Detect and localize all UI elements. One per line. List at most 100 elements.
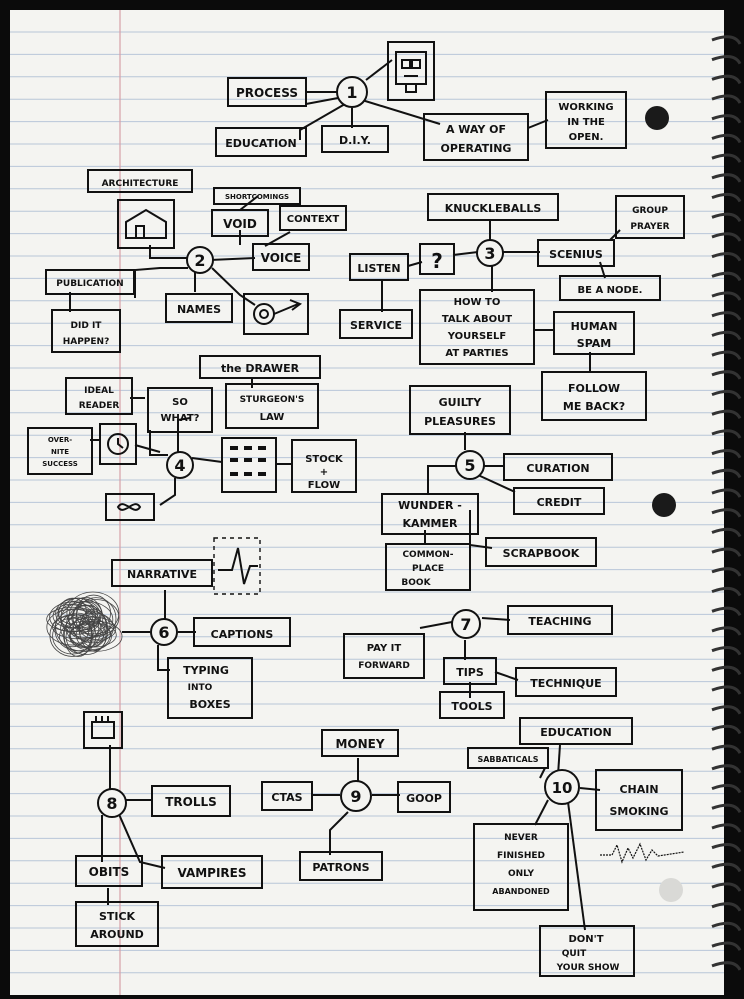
label-tools: TOOLS — [451, 700, 492, 713]
label-be-a-node: BE A NODE. — [578, 285, 643, 296]
spiral-coil — [711, 685, 742, 695]
label-nite: NITE — [51, 448, 69, 456]
scribble-loop — [59, 621, 112, 652]
label-tips: TIPS — [456, 666, 484, 679]
label-scenius: SCENIUS — [549, 248, 603, 261]
node-6: 6 — [158, 623, 169, 642]
label-process: PROCESS — [236, 86, 298, 100]
sketch-doodles — [91, 51, 685, 864]
label-stick: STICK — [99, 910, 136, 923]
spiral-coil — [711, 370, 742, 380]
label-chain: CHAIN — [619, 783, 658, 796]
label-over: OVER- — [48, 436, 72, 444]
label-talk-about: TALK ABOUT — [442, 314, 512, 325]
label-sturgeons: STURGEON'S — [240, 395, 305, 405]
spiral-coil — [711, 882, 742, 892]
node-numbers: 1 2 3 4 5 6 7 8 9 10 — [106, 83, 572, 813]
spiral-coil — [711, 744, 742, 754]
label-guilty: GUILTY — [439, 396, 483, 409]
label-plus: + — [320, 467, 328, 478]
ekg-doodle — [600, 842, 685, 864]
label-shortcomings: SHORTCOMINGS — [225, 193, 289, 201]
scribble-loop — [79, 608, 109, 652]
node-10: 10 — [552, 779, 573, 797]
label-finished: FINISHED — [497, 851, 545, 861]
label-book: BOOK — [401, 578, 431, 588]
spiral-coil — [711, 823, 742, 833]
label-in-the: IN THE — [567, 117, 605, 128]
spiral-coil — [711, 488, 742, 498]
label-technique: TECHNIQUE — [530, 677, 601, 690]
label-never: NEVER — [504, 833, 538, 843]
spiral-coil — [711, 665, 742, 676]
label-how-to: HOW TO — [454, 297, 501, 308]
label-publication: PUBLICATION — [56, 279, 123, 289]
spiral-coil — [711, 586, 742, 597]
clock-icon — [107, 433, 129, 455]
label-reader: READER — [79, 401, 120, 411]
node-circle-9 — [340, 780, 372, 812]
label-spam: SPAM — [577, 337, 611, 350]
label-did-it: DID IT — [71, 321, 103, 331]
label-architecture: ARCHITECTURE — [102, 179, 179, 189]
scribble-loop — [69, 620, 123, 652]
spiral-coil — [711, 803, 742, 814]
connector-lines — [69, 59, 621, 931]
label-so: SO — [172, 397, 188, 408]
label-pay-it: PAY IT — [367, 643, 402, 654]
node-8: 8 — [106, 794, 117, 813]
spiral-coil — [711, 783, 742, 794]
label-me-back: ME BACK? — [563, 400, 625, 413]
spiral-binding — [711, 35, 742, 971]
node-circle-5 — [455, 450, 485, 480]
label-voice: VOICE — [261, 251, 302, 265]
label-money: MONEY — [335, 737, 384, 751]
label-education-2: EDUCATION — [540, 726, 611, 739]
robot-face-icon — [395, 51, 427, 93]
punch-hole — [652, 493, 676, 517]
spiral-coil — [711, 291, 742, 301]
label-operating: OPERATING — [441, 142, 512, 155]
label-forward: FORWARD — [358, 661, 410, 671]
label-yourself: YOURSELF — [447, 331, 506, 342]
label-what: WHAT? — [161, 413, 200, 424]
label-only: ONLY — [508, 869, 535, 879]
label-listen: LISTEN — [357, 262, 400, 275]
node-9: 9 — [350, 787, 361, 806]
node-labels: PROCESS EDUCATION D.I.Y. A WAY OF OPERAT… — [42, 86, 669, 973]
label-knuckleballs: KNUCKLEBALLS — [445, 202, 542, 215]
label-credit: CREDIT — [537, 496, 582, 509]
label-boxes: BOXES — [189, 698, 230, 711]
label-way: A WAY OF — [446, 123, 506, 136]
node-7: 7 — [460, 615, 471, 634]
node-circle-4 — [166, 451, 194, 479]
label-smoking: SMOKING — [609, 805, 668, 818]
node-circle-3 — [476, 239, 504, 267]
spiral-coil — [711, 173, 742, 183]
node-1: 1 — [346, 83, 357, 102]
label-abandoned: ABANDONED — [492, 887, 550, 896]
spiral-coil — [711, 232, 742, 242]
fist-icon — [91, 716, 115, 739]
spiral-coil — [711, 941, 742, 951]
number-circles — [97, 76, 580, 818]
spiral-coil — [711, 252, 742, 262]
label-vampires: VAMPIRES — [177, 866, 246, 880]
label-trolls: TROLLS — [165, 795, 217, 809]
label-happen: HAPPEN? — [63, 337, 110, 347]
label-drawer: the DRAWER — [221, 362, 300, 375]
node-circle-6 — [150, 618, 178, 646]
label-at-parties: AT PARTIES — [445, 348, 508, 359]
spiral-coil — [711, 35, 742, 45]
spiral-coil — [711, 330, 742, 341]
label-stock: STOCK — [305, 454, 344, 465]
label-diy: D.I.Y. — [339, 134, 371, 147]
punch-hole — [659, 878, 683, 902]
scribble-loop — [63, 616, 92, 654]
node-3: 3 — [484, 244, 495, 263]
label-boxes — [27, 41, 685, 977]
spiral-coil — [711, 764, 742, 774]
label-group: GROUP — [632, 206, 668, 216]
label-typing: TYPING — [183, 664, 229, 677]
